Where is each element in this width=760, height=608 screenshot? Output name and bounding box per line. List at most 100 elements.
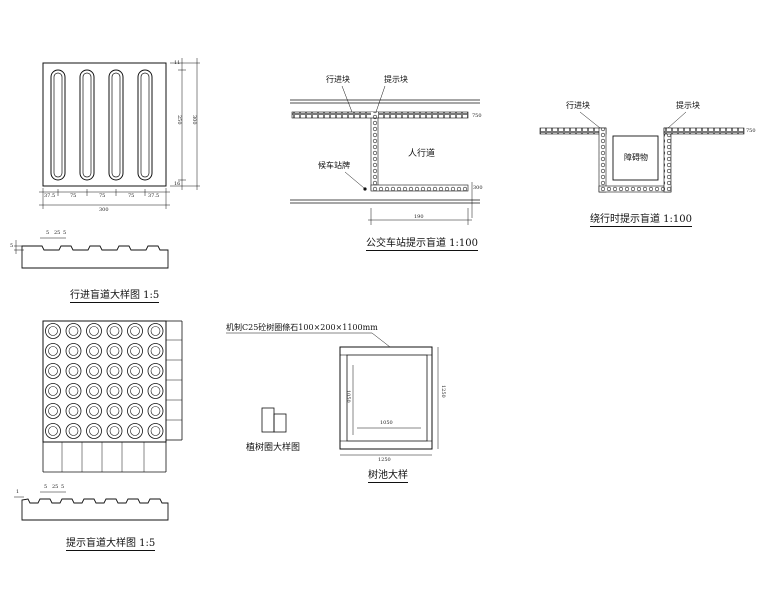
- warning-dot: [106, 363, 123, 379]
- warning-tile: [42, 320, 183, 473]
- dim-top: 11: [174, 60, 181, 66]
- warning-caption: 提示盲道大样图 1:5: [66, 534, 156, 551]
- warning-dot: [65, 323, 82, 339]
- warning-dot-inner: [89, 326, 99, 336]
- warning-dot: [106, 323, 123, 339]
- warning-dot: [106, 383, 123, 399]
- warning-dot-inner: [130, 366, 140, 376]
- detour-walk-label: 行进块: [566, 101, 590, 110]
- warning-dot: [65, 343, 82, 359]
- dim-seg-1: 37.5: [44, 193, 56, 199]
- warning-dot-inner: [48, 386, 58, 396]
- warning-dot: [106, 403, 123, 419]
- dim-total: 300: [99, 207, 109, 213]
- warning-dot-inner: [130, 326, 140, 336]
- tree-dim-inner-h: 1050: [345, 390, 351, 403]
- warning-dot-inner: [109, 406, 120, 416]
- warning-dot-inner: [68, 406, 79, 416]
- warning-dot-inner: [68, 346, 79, 356]
- warning-dot-inner: [150, 366, 161, 376]
- warning-dot: [45, 343, 61, 359]
- warning-dot-inner: [150, 426, 161, 436]
- warning-dot: [147, 343, 164, 359]
- warning-dot-inner: [130, 346, 140, 356]
- warning-dot: [86, 323, 102, 339]
- warning-dot: [86, 363, 102, 379]
- tree-pit-small-caption: 植树圈大样图: [246, 443, 301, 453]
- warning-dot-inner: [48, 426, 58, 436]
- warning-dot-inner: [89, 406, 99, 416]
- warning-dot: [106, 423, 123, 439]
- tactile-walk-tile: [39, 58, 200, 209]
- warning-dot: [86, 403, 102, 419]
- warning-dot-inner: [109, 426, 120, 436]
- warning-dot: [86, 343, 102, 359]
- warning-dot-inner: [89, 386, 99, 396]
- warning-dot: [127, 403, 143, 419]
- warning-dot: [147, 423, 164, 439]
- warning-dot-inner: [130, 386, 140, 396]
- warn-profile-side: 1: [16, 489, 20, 495]
- bus-area-label: 人行道: [408, 149, 436, 159]
- profile-side: 5: [10, 243, 14, 249]
- warning-dot-inner: [130, 426, 140, 436]
- warning-dot-inner: [68, 326, 79, 336]
- warning-dot: [65, 363, 82, 379]
- obstacle-label: 障碍物: [624, 153, 648, 162]
- dim-seg-4: 75: [128, 193, 135, 199]
- dim-bottom: 16: [174, 181, 181, 187]
- dim-height: 300: [191, 115, 197, 125]
- tree-pit-plan: [226, 332, 439, 456]
- warning-dot-inner: [68, 366, 79, 376]
- tree-pit-small: [261, 407, 287, 433]
- warning-dot: [127, 323, 143, 339]
- warning-dot: [65, 423, 82, 439]
- warning-dot: [127, 363, 143, 379]
- warning-dot: [147, 403, 164, 419]
- dim-seg-3: 75: [99, 193, 106, 199]
- warning-dot-inner: [48, 406, 58, 416]
- warning-profile: [14, 491, 169, 521]
- warning-dot: [147, 383, 164, 399]
- detour-dim-side: 750: [746, 128, 756, 134]
- tree-pit-caption: 树池大样: [368, 466, 408, 483]
- warning-dot: [45, 323, 61, 339]
- warning-dot-inner: [68, 386, 79, 396]
- warning-dot-inner: [150, 346, 161, 356]
- tree-dim-outer-w: 1250: [378, 457, 391, 463]
- bus-dim-side: 750: [472, 113, 482, 119]
- bus-walk-label: 行进块: [326, 75, 350, 84]
- dim-inner: 250: [176, 115, 182, 125]
- warn-profile-dim-2: 25: [52, 484, 59, 490]
- warning-dot: [45, 403, 61, 419]
- warning-dot-inner: [89, 366, 99, 376]
- tree-dim-outer-h: 1250: [440, 385, 446, 398]
- warning-dot: [147, 323, 164, 339]
- dim-seg-5: 37.5: [148, 193, 160, 199]
- detour-plan: [539, 111, 745, 193]
- tactile-walk-profile: [14, 237, 169, 269]
- warning-dot-grid: [45, 323, 164, 439]
- warning-dot: [127, 343, 143, 359]
- warning-dot-inner: [150, 326, 161, 336]
- warning-dot: [86, 383, 102, 399]
- warn-profile-dim-1: 5: [44, 484, 48, 490]
- warning-dot-inner: [68, 426, 79, 436]
- warning-dot-inner: [150, 386, 161, 396]
- warning-dot-inner: [109, 366, 120, 376]
- warning-dot: [106, 343, 123, 359]
- warning-dot: [147, 363, 164, 379]
- warning-dot-inner: [89, 346, 99, 356]
- warning-dot: [86, 423, 102, 439]
- profile-dim-3: 5: [63, 230, 67, 236]
- bus-stop-caption: 公交车站提示盲道 1:100: [366, 234, 478, 251]
- profile-dim-1: 5: [46, 230, 50, 236]
- bus-dim-width: 190: [414, 214, 424, 220]
- warning-dot: [45, 423, 61, 439]
- warning-dot-inner: [48, 366, 58, 376]
- tree-dim-inner-w: 1050: [380, 420, 393, 426]
- warning-dot: [65, 383, 82, 399]
- warning-dot: [127, 423, 143, 439]
- warning-dot: [65, 403, 82, 419]
